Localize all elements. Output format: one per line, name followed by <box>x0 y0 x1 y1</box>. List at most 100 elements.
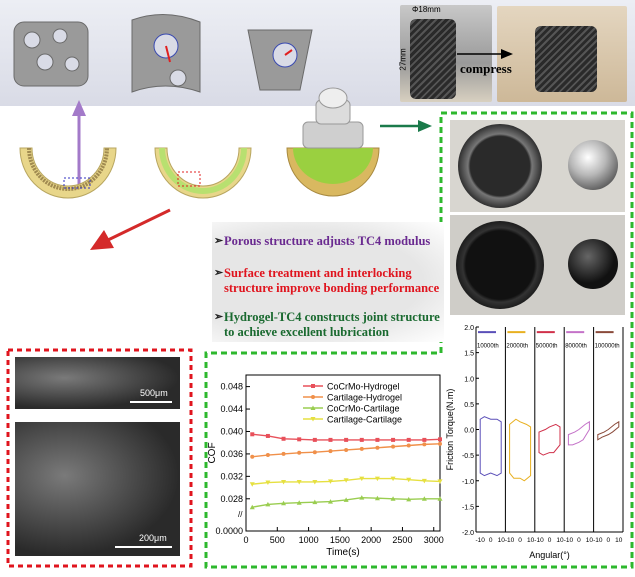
x-tick-label: 0 <box>489 537 493 544</box>
y-tick-label: 0.032 <box>220 471 243 481</box>
data-point <box>375 437 380 442</box>
y-tick-label: 1.5 <box>464 351 474 358</box>
data-point <box>281 479 287 485</box>
y-tick-label: 1.0 <box>464 376 474 383</box>
y-tick-label: 0.0 <box>464 428 474 435</box>
porous-ring-section <box>19 147 117 199</box>
data-point <box>359 495 365 500</box>
x-tick-label: 10 <box>527 537 535 544</box>
joint-render <box>286 87 380 197</box>
red-arrow-icon <box>107 208 171 242</box>
x-tick-label: 1500 <box>330 535 350 545</box>
x-tick-label: -10 <box>593 537 603 544</box>
torque-loop-1 <box>509 418 532 482</box>
key-findings: ➢Porous structure adjusts TC4 modulus ➢S… <box>212 222 444 342</box>
y-tick-label: -1.5 <box>462 504 474 511</box>
socket-ball-photo-2 <box>450 215 625 315</box>
legend-marker <box>310 417 316 422</box>
x-tick-label: 10 <box>498 537 506 544</box>
socket-ball-photo-1 <box>450 120 625 212</box>
tpms-unit-render <box>131 13 201 93</box>
data-point <box>297 437 302 442</box>
legend-marker <box>311 384 315 388</box>
data-point <box>281 436 286 441</box>
torque-loop-2 <box>538 423 561 456</box>
data-point <box>249 504 255 510</box>
x-tick-label: 0 <box>548 537 552 544</box>
legend-label: Cartilage-Cartilage <box>327 415 402 425</box>
bullet-bonding: ➢Surface treatment and interlocking stru… <box>214 266 440 295</box>
data-point <box>297 450 302 455</box>
data-point <box>391 437 396 442</box>
y-tick-label: 0.036 <box>220 449 243 459</box>
x-tick-label: -10 <box>505 537 515 544</box>
bullet-text: Porous structure adjusts TC4 modulus <box>224 234 431 248</box>
x-axis-label: Angular(°) <box>529 550 570 560</box>
x-tick-label: -10 <box>475 537 485 544</box>
data-point <box>375 445 380 450</box>
data-point <box>374 476 380 482</box>
data-point <box>312 437 317 442</box>
data-point <box>390 496 396 501</box>
data-point <box>343 497 349 502</box>
data-point <box>343 478 349 483</box>
scale-label-bottom: 200μm <box>139 533 167 543</box>
y-tick-label: 2.0 <box>464 325 474 332</box>
bullet-porous: ➢Porous structure adjusts TC4 modulus <box>214 234 431 248</box>
x-tick-label: 2000 <box>361 535 381 545</box>
legend-label: 100000th <box>595 344 620 350</box>
y-axis-label: Friction Torque(N.m) <box>445 389 455 471</box>
legend-marker <box>311 395 315 399</box>
data-point <box>437 496 443 501</box>
data-point <box>390 476 396 482</box>
sem-image-bottom: 200μm <box>15 422 180 556</box>
hydrogel-socket <box>456 221 544 309</box>
data-point <box>296 500 302 505</box>
data-point <box>359 476 365 482</box>
data-point <box>281 451 286 456</box>
y-tick-label: -1.0 <box>462 479 474 486</box>
data-point <box>406 443 411 448</box>
lattice-renders <box>13 13 313 93</box>
x-tick-label: 0 <box>243 535 248 545</box>
y-tick-label: 0.048 <box>220 382 243 392</box>
data-point <box>312 479 318 485</box>
data-point <box>265 433 270 438</box>
data-point <box>359 446 364 451</box>
data-point <box>265 501 271 507</box>
data-point <box>406 477 412 483</box>
gyroid-lattice-render <box>13 21 89 87</box>
data-point <box>249 482 255 487</box>
y-break-label: 0.0000 <box>215 526 243 536</box>
legend-label: 50000th <box>536 344 558 350</box>
torque-loop-4 <box>597 420 620 441</box>
x-tick-label: 10 <box>586 537 594 544</box>
compress-label: compress <box>460 61 512 76</box>
compressed-cylinder <box>535 26 597 92</box>
sem-image-top: 500μm <box>15 357 180 409</box>
data-point <box>265 453 270 458</box>
legend-label: CoCrMo-Cartilage <box>327 404 400 414</box>
data-point <box>359 437 364 442</box>
x-axis-label: Time(s) <box>326 547 360 558</box>
bullet-text: Hydrogel-TC4 constructs joint structure … <box>224 310 440 339</box>
data-point <box>437 479 443 484</box>
x-tick-label: 0 <box>518 537 522 544</box>
data-point <box>421 496 427 501</box>
legend-marker <box>310 405 316 410</box>
data-point <box>374 495 380 501</box>
x-tick-label: 0 <box>606 537 610 544</box>
x-tick-label: 0 <box>577 537 581 544</box>
y-tick-label: -0.5 <box>462 453 474 460</box>
legend-label: CoCrMo-Hydrogel <box>327 382 400 392</box>
data-point <box>406 496 412 502</box>
data-point <box>391 444 396 449</box>
data-point <box>250 454 255 459</box>
x-tick-label: 2500 <box>392 535 412 545</box>
x-tick-label: -10 <box>534 537 544 544</box>
data-point <box>327 479 333 484</box>
data-point <box>312 450 317 455</box>
x-tick-label: 3000 <box>424 535 444 545</box>
torque-loop-0 <box>479 416 502 477</box>
